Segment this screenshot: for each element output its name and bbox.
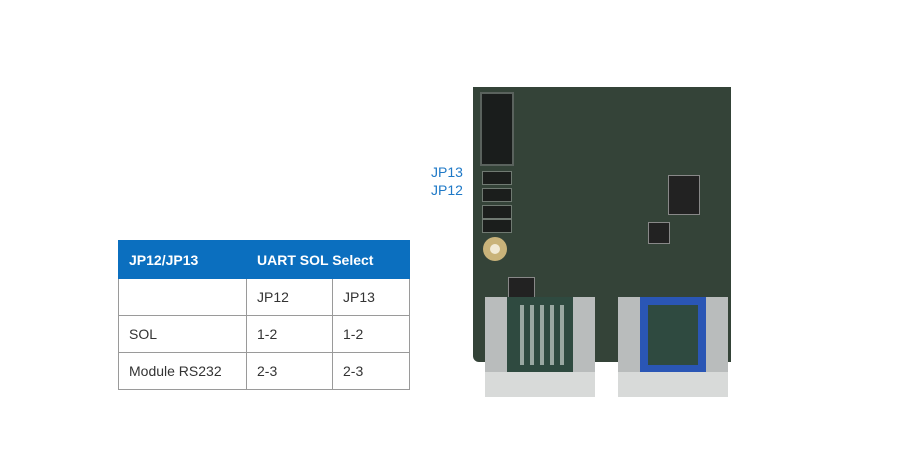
jumper-jp13 <box>482 171 512 185</box>
column-jp13: JP13 <box>332 278 410 316</box>
chip <box>508 277 535 299</box>
pin-header <box>480 92 514 166</box>
jumper <box>482 205 512 219</box>
table-header-row: JP12/JP13 UART SOL Select <box>118 240 410 279</box>
board-photo <box>473 87 731 397</box>
column-empty <box>118 278 247 316</box>
row-mode: Module RS232 <box>118 352 247 390</box>
jumper-settings-table: JP12/JP13 UART SOL Select JP12 JP13 SOL … <box>118 240 410 390</box>
column-jp12: JP12 <box>246 278 333 316</box>
uart-connector <box>618 297 728 397</box>
table-column-row: JP12 JP13 <box>118 278 410 316</box>
table-row: SOL 1-2 1-2 <box>118 315 410 353</box>
jp13-label: JP13 <box>431 164 463 180</box>
header-function: UART SOL Select <box>246 240 410 279</box>
row-jp13: 2-3 <box>332 352 410 390</box>
row-jp13: 1-2 <box>332 315 410 353</box>
header-jumper: JP12/JP13 <box>118 240 247 279</box>
chip <box>668 175 700 215</box>
jumper <box>482 219 512 233</box>
row-jp12: 2-3 <box>246 352 333 390</box>
chip <box>648 222 670 244</box>
row-mode: SOL <box>118 315 247 353</box>
row-jp12: 1-2 <box>246 315 333 353</box>
mounting-hole <box>483 237 507 261</box>
jumper-jp12 <box>482 188 512 202</box>
jp12-label: JP12 <box>431 182 463 198</box>
com-connector <box>485 297 595 397</box>
table-row: Module RS232 2-3 2-3 <box>118 352 410 390</box>
